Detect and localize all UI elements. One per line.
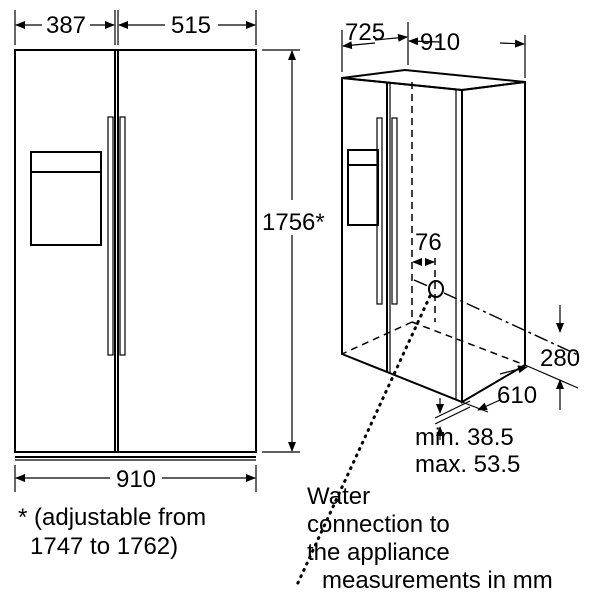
hidden-edge <box>411 321 526 366</box>
gap-line <box>434 406 471 425</box>
note-water-1: Water <box>307 483 370 510</box>
dimension-arrow <box>499 365 528 375</box>
note-water-2: connection to <box>307 511 450 538</box>
dim-width-right: 515 <box>171 12 211 39</box>
side-face <box>461 80 526 404</box>
dimension-arrow <box>477 399 501 411</box>
gap-max: max. 53.5 <box>415 451 520 478</box>
fridge-outline <box>14 49 257 453</box>
center-line <box>413 279 431 288</box>
dimension-arrow <box>499 39 525 48</box>
note-adjustable-1: * (adjustable from <box>18 504 206 531</box>
note-adjustable-2: 1747 to 1762) <box>30 533 178 560</box>
extension-line <box>524 364 579 389</box>
left-handle <box>107 116 114 356</box>
note-units: measurements in mm <box>322 567 553 594</box>
dim-water-depth: 610 <box>497 382 537 409</box>
gap-line <box>434 400 471 419</box>
right-handle <box>119 116 126 356</box>
dim-water-height: 280 <box>540 345 580 372</box>
gap-min: min. 38.5 <box>415 424 514 451</box>
note-water-3: the appliance <box>307 539 450 566</box>
dim-height: 1756* <box>262 209 325 236</box>
iso-right-handle <box>391 117 398 305</box>
dim-depth: 725 <box>345 19 385 46</box>
dim-water-offset: 76 <box>415 229 442 256</box>
water-leader-line <box>295 294 432 587</box>
dimension-arrow <box>374 33 408 42</box>
dimension-arrow <box>408 37 441 46</box>
iso-dispenser <box>347 149 379 226</box>
dim-iso-width: 910 <box>420 29 460 56</box>
water-connection-icon <box>428 280 444 298</box>
dimension-arrow <box>342 41 376 50</box>
hidden-edge <box>341 321 413 355</box>
dim-total-width: 910 <box>116 466 156 493</box>
dispenser <box>30 151 102 246</box>
dim-width-left: 387 <box>46 12 86 39</box>
iso-view: 76 725 910 280 610 min. 38.5 max. 53.5 <box>295 19 580 587</box>
front-view: 387 515 1756* 910 <box>14 10 325 493</box>
